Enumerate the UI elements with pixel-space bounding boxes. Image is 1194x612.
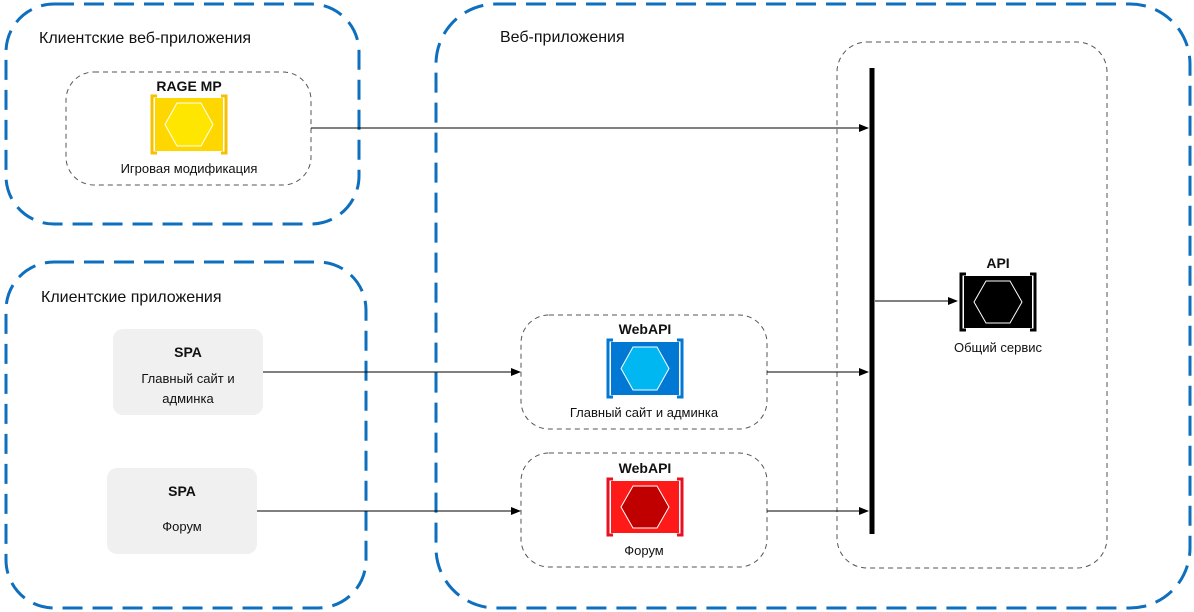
spa-main-caption-line1: Главный сайт и <box>141 371 235 386</box>
webapi-forum-caption: Форум <box>624 543 664 558</box>
group-web-apps-title: Веб-приложения <box>500 29 625 46</box>
spa-forum-title: SPA <box>168 483 196 499</box>
webapi-forum-title: WebAPI <box>618 460 672 476</box>
webapi-main-caption: Главный сайт и админка <box>569 405 719 420</box>
group-client-apps-title: Клиентские приложения <box>41 289 222 306</box>
webapi-forum-hexagon-icon <box>606 477 684 537</box>
api-caption: Общий сервис <box>953 340 1043 355</box>
group-client-web-title: Клиентские веб-приложения <box>39 30 252 47</box>
rage-title: RAGE MP <box>156 78 222 94</box>
webapi-main-hexagon-icon <box>606 338 684 399</box>
api-title: API <box>986 255 1010 271</box>
api-container <box>836 41 1108 569</box>
group-client-web <box>4 2 361 226</box>
webapi-forum-container <box>520 452 768 568</box>
spa-forum-box <box>107 468 257 554</box>
spa-main-box <box>113 329 263 415</box>
spa-main-caption-line2: админка <box>162 391 214 406</box>
group-client-apps <box>4 260 368 610</box>
webapi-main-title: WebAPI <box>618 321 672 337</box>
group-web-apps <box>434 2 1192 610</box>
spa-main-title: SPA <box>174 344 202 360</box>
rage-caption: Игровая модификация <box>120 161 258 176</box>
spa-forum-caption: Форум <box>162 519 202 534</box>
rage-hexagon-icon <box>150 94 228 155</box>
api-hexagon-icon <box>959 272 1037 332</box>
